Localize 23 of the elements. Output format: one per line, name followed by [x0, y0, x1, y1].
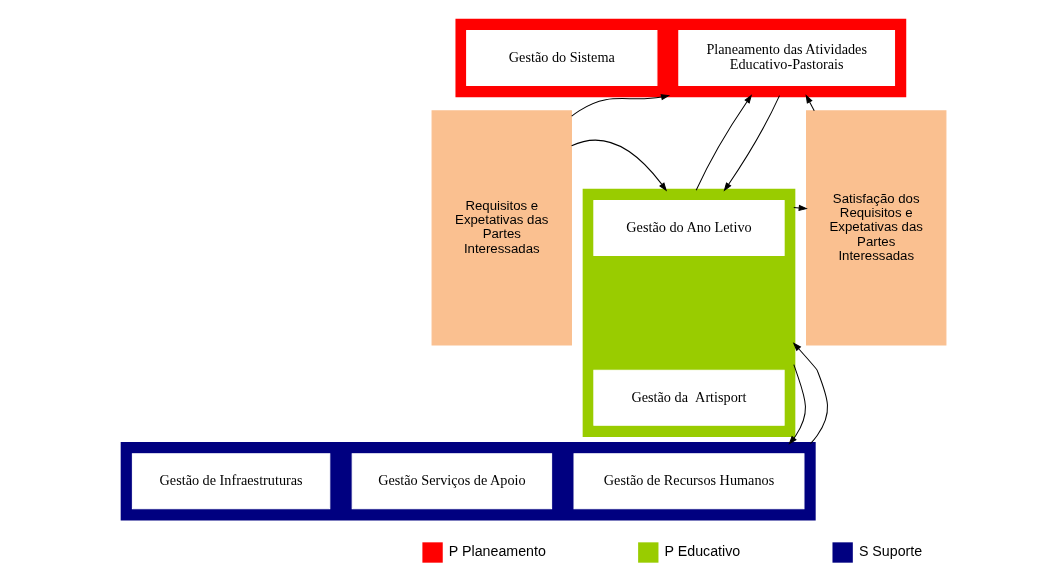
cluster: [582, 188, 795, 437]
node-box: Gestão de Recursos Humanos: [573, 453, 804, 510]
arrow: [723, 95, 780, 192]
legend-label: P Educativo: [664, 543, 740, 560]
node-box: Gestão Serviços de Apoio: [351, 453, 552, 510]
arrow: [805, 94, 815, 112]
arrow: [695, 94, 752, 191]
node-box: Gestão do Ano Letivo: [592, 199, 785, 256]
cluster: [120, 442, 816, 521]
arrow: [570, 139, 667, 192]
legend-label: S Suporte: [858, 543, 922, 560]
node-box: Requisitos e Expetativas das Partes Interessadas: [431, 110, 572, 346]
legend-label: P Planeamento: [448, 543, 546, 560]
node-box: Gestão de Infraestruturas: [131, 453, 330, 510]
cluster: [454, 18, 906, 98]
node-box: Planeamento das Atividades Educativo-Pastorais: [677, 29, 895, 86]
node-box: Gestão do Sistema: [465, 29, 657, 86]
node-box: Satisfação dos Requisitos e Expetativas das Partes Interessadas: [805, 110, 946, 346]
arrow: [570, 94, 670, 117]
node-box: Gestão da Artisport: [592, 369, 785, 426]
arrow: [792, 342, 828, 445]
arrow: [787, 364, 806, 445]
arrow: [792, 204, 808, 212]
